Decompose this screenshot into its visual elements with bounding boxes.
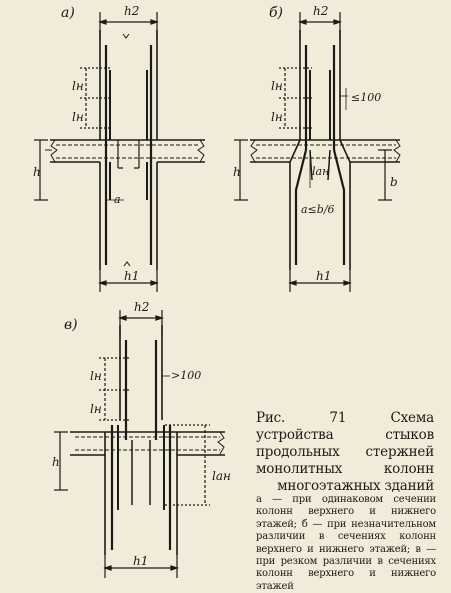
dim-lan-v: lан (212, 469, 231, 483)
dim-h-a: h (33, 165, 41, 179)
panel-a-label: а) (61, 5, 75, 21)
figure-caption-title: Рис. 71 Схема устройства стыков продольн… (256, 410, 434, 494)
dim-h2-b: h2 (313, 4, 328, 18)
dim-h2-v: h2 (134, 300, 149, 314)
dim-ln-a-2: lн (72, 110, 84, 124)
dim-lan-b: lан (312, 165, 329, 178)
dim-h-b: h (233, 165, 241, 179)
figure-caption-body: а — при одинаковом сечении колонн верхне… (256, 494, 436, 592)
dim-ln-v-2: lн (90, 402, 102, 416)
dim-h1-b: h1 (316, 269, 331, 283)
panel-v-label: в) (64, 317, 78, 333)
dim-ln-b-1: lн (271, 79, 283, 93)
panel-a: а) h2 lн lн (33, 4, 205, 292)
panel-v: в) h2 lн lн >100 (52, 300, 231, 578)
dim-a-b6: a≤b/6 (301, 203, 335, 216)
dim-a-label: a (114, 193, 121, 206)
dim-le100: ≤100 (351, 91, 381, 104)
dim-b: b (390, 175, 398, 189)
dim-h1-a: h1 (124, 269, 139, 283)
panel-b-label: б) (269, 5, 283, 21)
dim-h2-a-label: h2 (124, 4, 139, 18)
dim-h1-v: h1 (133, 554, 148, 568)
dim-gt100: >100 (171, 369, 201, 382)
dim-ln-v-1: lн (90, 369, 102, 383)
dim-h-v: h (52, 455, 60, 469)
panel-b: б) h2 lн lн ≤100 lан (233, 4, 401, 292)
dim-ln-b-2: lн (271, 110, 283, 124)
dim-ln-a-1: lн (72, 79, 84, 93)
